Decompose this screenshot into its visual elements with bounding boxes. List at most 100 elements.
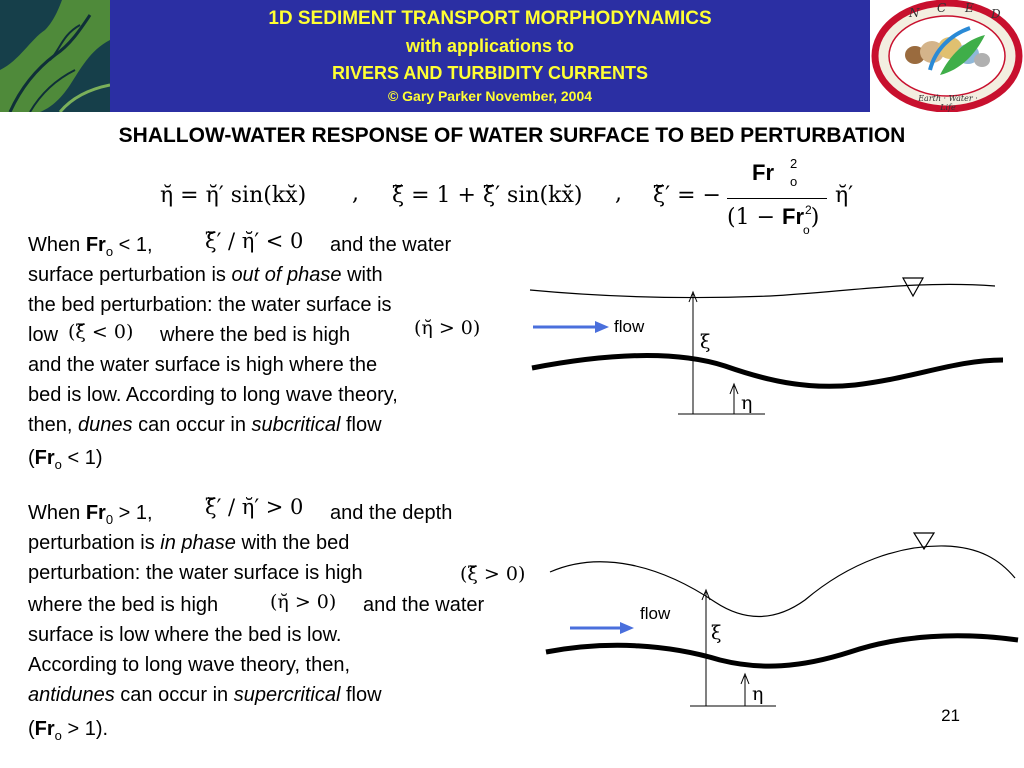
case2-line5: surface is low where the bed is low.	[28, 624, 342, 646]
case1-fr-bold-sub: o	[54, 457, 62, 472]
case1-line1: When Fro < 1,	[28, 230, 153, 262]
case2-line3: perturbation: the water surface is high	[28, 562, 363, 584]
case2-condition: > 1,	[113, 502, 153, 524]
case2-fr-gt-one: > 1).	[61, 718, 109, 740]
case1-line7-c: flow	[340, 414, 382, 436]
case1-condition: < 1,	[113, 234, 153, 256]
denominator-close: )	[810, 205, 820, 230]
diagram2-xi-label: ξ	[711, 622, 722, 644]
case2-line4-b: and the water	[363, 594, 485, 616]
case1-fr-lt-one: < 1)	[61, 447, 103, 469]
case1-line6: bed is low. According to long wave theor…	[28, 384, 398, 406]
equation-separator-2: ,	[615, 181, 622, 206]
case1-xi-negative: (ξ̆ < 0)	[68, 321, 134, 343]
numerator-fr: Fr	[752, 160, 774, 185]
case1-line7-b: can occur in	[132, 414, 252, 436]
case2-line8: (Fro > 1).	[28, 714, 108, 746]
equation-separator: ,	[352, 181, 359, 206]
case1-fr-sub: o	[105, 244, 114, 259]
case1-line8: (Fro < 1)	[28, 443, 102, 475]
equation-xi: ξ̆ = 1 + ξ̆′ sin(kx̆)	[392, 183, 583, 208]
case2-fr-bold-sub: o	[54, 728, 62, 743]
banner-subtitle: with applications to	[405, 36, 574, 56]
slide-title: SHALLOW-WATER RESPONSE OF WATER SURFACE …	[118, 124, 906, 147]
eta-arrow-head-icon	[729, 382, 739, 395]
denominator-sup: 2	[805, 203, 812, 217]
case1-line4-a: low	[28, 324, 59, 346]
xi-arrow-head-icon	[688, 290, 698, 303]
case2-ratio: ξ̆′ / η̆′ > 0	[205, 495, 304, 519]
case1-line2-a: surface perturbation is	[28, 264, 232, 286]
case1-line2-b: with	[341, 264, 383, 286]
case1-subcritical: subcritical	[251, 414, 341, 436]
numerator-sub: o	[790, 174, 798, 189]
equation-fraction-numerator: Fr 2 o	[752, 156, 797, 189]
banner-title: 1D SEDIMENT TRANSPORT MORPHODYNAMICS	[268, 8, 712, 29]
delta-satellite-image	[0, 0, 110, 112]
case2-line2-a: perturbation is	[28, 532, 161, 554]
header-banner: 1D SEDIMENT TRANSPORT MORPHODYNAMICS wit…	[110, 0, 870, 112]
diagram1-flow-label: flow	[614, 317, 645, 336]
logo-letter-d: D	[991, 7, 1001, 21]
case2-fr-bold: Fr	[34, 718, 55, 740]
case2-line6: According to long wave theory, then,	[28, 654, 351, 676]
case2-xi-positive: (ξ̆ > 0)	[460, 563, 526, 585]
case2-supercritical: supercritical	[233, 684, 341, 706]
case1-out-of-phase: out of phase	[231, 264, 342, 286]
case1-when: When	[28, 234, 86, 256]
diagram1-eta-label: η	[741, 392, 753, 414]
water-surface-line	[549, 545, 1016, 618]
case1-line7: then, dunes can occur in subcritical flo…	[28, 410, 382, 440]
case2-line2: perturbation is in phase with the bed	[28, 528, 349, 558]
denominator-open: (1 −	[727, 205, 782, 230]
xi-arrow-head-icon	[701, 588, 711, 601]
diagram2-eta-label: η	[752, 683, 764, 705]
case2-antidunes: antidunes	[28, 684, 115, 706]
equation-xi-prime-lhs: ξ̆′ = −	[653, 183, 721, 208]
case1-paren: (	[28, 447, 35, 469]
banner-copyright: © Gary Parker November, 2004	[387, 88, 593, 104]
case2-in-phase: in phase	[160, 532, 236, 554]
case1-line3: the bed perturbation: the water surface …	[28, 294, 392, 316]
case2-line7: antidunes can occur in supercritical flo…	[28, 680, 382, 710]
denominator-fr: Fr	[782, 204, 804, 229]
case2-line4-a: where the bed is high	[28, 594, 219, 616]
diagram-subcritical	[529, 277, 1004, 415]
equation-eta: η̆ = η̆′ sin(kx̆)	[160, 183, 307, 208]
water-surface-triangle-icon	[912, 532, 936, 551]
diagram2-flow-label: flow	[640, 604, 671, 623]
case1-ratio: ξ̆′ / η̆′ < 0	[205, 229, 304, 253]
case1-fr-bold: Fr	[34, 447, 55, 469]
logo-letter-c: C	[937, 1, 947, 15]
bed-profile-line	[545, 633, 1019, 669]
case2-line1: When Fr0 > 1,	[28, 498, 153, 530]
flow-arrow-icon	[620, 622, 634, 634]
case2-line1-tail: and the depth	[330, 502, 453, 524]
diagram1-xi-label: ξ	[700, 331, 711, 353]
flow-arrow-icon	[595, 321, 609, 333]
case2-line2-b: with the bed	[235, 532, 350, 554]
case1-eta-positive: (η̆ > 0)	[414, 317, 481, 339]
equation-fraction-denominator: (1 − Fr2)	[727, 203, 820, 230]
case2-when: When	[28, 502, 86, 524]
case1-fr: Fr	[85, 234, 106, 256]
fraction-bar	[727, 198, 827, 199]
logo-motto: Earth · Water · Life	[918, 94, 978, 112]
logo-letter-n: N	[909, 6, 920, 20]
case1-line1-tail: and the water	[330, 234, 452, 256]
eta-arrow-head-icon	[740, 672, 750, 685]
equation-eta-prime-rhs: η̆′	[835, 183, 854, 208]
case1-line2: surface perturbation is out of phase wit…	[28, 260, 383, 290]
nced-logo: N C E D Earth · Water · Life	[870, 0, 1024, 113]
case2-line7-c: flow	[340, 684, 382, 706]
water-surface-line	[529, 283, 996, 299]
case2-paren: (	[28, 718, 35, 740]
numerator-sup: 2	[790, 156, 798, 171]
case1-line7-a: then,	[28, 414, 79, 436]
logo-letter-e: E	[965, 1, 974, 15]
denominator-sub: o	[803, 223, 810, 237]
case2-fr: Fr	[85, 502, 106, 524]
case2-eta-positive: (η̆ > 0)	[270, 591, 337, 613]
case1-dunes: dunes	[78, 414, 133, 436]
diagram-supercritical	[545, 532, 1019, 707]
